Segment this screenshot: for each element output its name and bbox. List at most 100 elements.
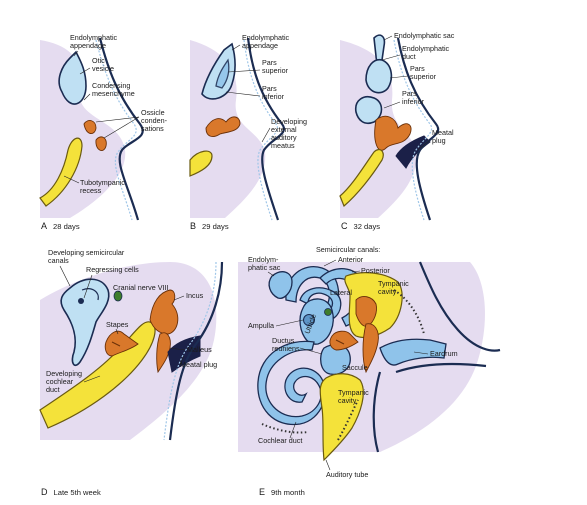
label-developing-cochlear-duct-1: Developing — [46, 369, 82, 378]
label-external-meatus-b-4: meatus — [271, 141, 295, 150]
label-developing-cochlear-duct-3: duct — [46, 385, 60, 394]
label-endolymphatic-duct-c-1: Endolymphatic — [402, 44, 450, 53]
label-saccule: Saccule — [342, 363, 368, 372]
label-anterior: Anterior — [338, 255, 364, 264]
endolymphatic-sac-e — [268, 271, 293, 299]
label-pars-inferior-b-2: inferior — [262, 92, 285, 101]
label-pars-superior-b-1: Pars — [262, 58, 277, 67]
ossicle-condensation-a1 — [83, 120, 97, 134]
malleus-e — [362, 323, 379, 374]
label-endolymphatic-duct-c-2: duct — [402, 52, 416, 61]
meatal-plug-c — [395, 135, 431, 169]
label-endolymphatic-appendage-a-2: appendage — [70, 41, 106, 50]
otic-vesicle-b — [201, 42, 236, 100]
malleus-d — [156, 332, 171, 374]
tympanic-cavity-lower — [319, 373, 364, 462]
label-malleus: Malleus — [187, 345, 212, 354]
tubotympanic-recess-b — [189, 150, 213, 177]
caption-letter-a: A — [41, 221, 47, 231]
label-eardrum: Eardrum — [430, 349, 458, 358]
label-posterior: Posterior — [361, 266, 390, 275]
label-developing-cochlear-duct-2: cochlear — [46, 377, 74, 386]
tubotympanic-recess-a — [39, 137, 83, 207]
label-external-meatus-b-2: external — [271, 125, 297, 134]
caption-letter-d: D — [41, 487, 48, 497]
pars-inferior-c — [354, 96, 383, 125]
label-condensing-mesenchyme-2: mesenchyme — [92, 89, 135, 98]
pars-superior-c — [365, 58, 393, 94]
surface-ectoderm-c — [396, 37, 440, 221]
label-regressing-cells: Regressing cells — [86, 265, 139, 274]
label-semicircular-canals: Semicircular canals: — [316, 245, 380, 254]
vestibulocochlear-nerve-e — [324, 308, 332, 316]
caption-age-a: 28 days — [53, 222, 80, 231]
bone-stipple-1 — [393, 289, 425, 335]
label-tubotympanic-recess-2: recess — [80, 186, 102, 195]
label-otic-vesicle-a-2: vesicle — [92, 64, 114, 73]
surface-ectoderm-inner-a — [95, 39, 137, 221]
ossicle-condensation-b — [205, 116, 241, 137]
label-pars-inferior-b-1: Pars — [262, 84, 277, 93]
label-tympanic-cavity-upper-2: cavity — [378, 287, 397, 296]
cranial-nerve-viii-d — [113, 290, 123, 302]
otic-vesicle-a — [58, 50, 87, 105]
ampulla — [303, 314, 315, 326]
caption-age-e: 9th month — [271, 488, 305, 497]
label-tubotympanic-recess-1: Tubotympanic — [80, 178, 125, 187]
stapes-foramen-e — [335, 339, 345, 345]
label-external-meatus-b-3: auditory — [271, 133, 297, 142]
eardrum-e — [379, 338, 447, 366]
caption-age-b: 29 days — [202, 222, 229, 231]
label-auditory-tube: Auditory tube — [326, 470, 368, 479]
label-endolymphatic-appendage-a-1: Endolymphatic — [70, 33, 118, 42]
ossicle-condensation-a2 — [95, 136, 107, 151]
label-ossicle-condensations-3: sations — [141, 124, 164, 133]
label-tympanic-cavity-upper-1: Tympanic — [378, 279, 409, 288]
label-ductus-reuniens-2: reuniens — [272, 344, 300, 353]
label-incus: Incus — [186, 291, 204, 300]
mesenchyme-e — [238, 262, 485, 452]
surface-ectoderm-inner-d — [163, 261, 217, 441]
label-developing-semicircular-canals-2: canals — [48, 256, 69, 265]
panel-d: Developing semicircular canals Regressin… — [39, 248, 224, 497]
svg-text:B29 days: B 29 days — [190, 221, 229, 231]
surface-ectoderm-d — [168, 261, 224, 441]
bone-stipple-2 — [337, 399, 359, 441]
stapes-e — [329, 330, 359, 351]
label-endolymphatic-sac-c: Endolymphatic sac — [394, 31, 455, 40]
label-pars-inferior-c-1: Pars — [402, 89, 417, 98]
developing-semicircular-canals-d — [60, 278, 110, 367]
cochlear-duct-e — [257, 340, 326, 426]
label-pars-superior-b-2: superior — [262, 66, 289, 75]
pars-superior-b — [215, 58, 230, 89]
label-lateral: Lateral — [330, 288, 352, 297]
label-endolymphatic-sac-e-1: Endolym- — [248, 255, 279, 264]
label-pars-superior-c-1: Pars — [410, 64, 425, 73]
label-pars-superior-c-2: superior — [410, 72, 437, 81]
caption-letter-b: B — [190, 221, 196, 231]
surface-ectoderm-a — [98, 37, 144, 221]
label-external-meatus-b-1: Developing — [271, 117, 307, 126]
label-ossicle-condensations-1: Ossicle — [141, 108, 165, 117]
skin-outer-e — [418, 261, 501, 352]
canal-fold-d — [81, 288, 99, 301]
caption-age-c: 32 days — [354, 222, 381, 231]
caption-letter-c: C — [341, 221, 348, 231]
label-meatal-plug-d: Meatal plug — [180, 360, 217, 369]
skin-lower-e — [372, 362, 487, 453]
svg-text:C32 days: C 32 days — [341, 221, 380, 231]
label-ductus-reuniens-1: Ductus — [272, 336, 295, 345]
panel-b: Endolymphatic appendage Pars superior Pa… — [189, 33, 307, 231]
label-tympanic-cavity-lower-2: cavity — [338, 396, 357, 405]
endolymphatic-sac-c — [373, 34, 386, 63]
caption-age-d: Late 5th week — [54, 488, 101, 497]
label-pars-inferior-c-2: inferior — [402, 97, 425, 106]
surface-ectoderm-inner-c — [393, 39, 433, 221]
label-ampulla: Ampulla — [248, 321, 274, 330]
meatal-plug-d — [167, 335, 201, 373]
label-endolymphatic-sac-e-2: phatic sac — [248, 263, 281, 272]
label-tympanic-cavity-lower-1: Tympanic — [338, 388, 369, 397]
regressing-cells-d — [78, 298, 84, 304]
